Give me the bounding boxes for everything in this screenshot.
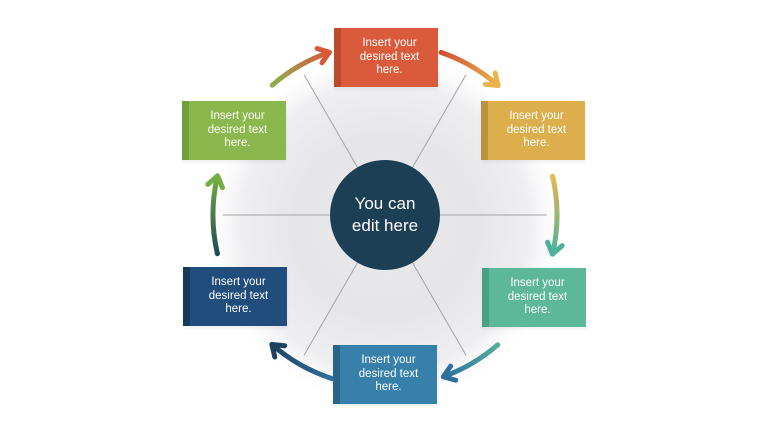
arrow-bottom-to-lower-left-icon bbox=[269, 341, 335, 382]
spoke-lower-left bbox=[303, 262, 358, 356]
node-bottom[interactable]: Insert your desired text here. bbox=[333, 345, 437, 404]
node-top-fold-edge bbox=[334, 28, 341, 87]
node-upper-left[interactable]: Insert your desired text here. bbox=[182, 101, 286, 160]
spoke-upper-right bbox=[412, 74, 467, 168]
flow-arrows bbox=[205, 46, 565, 383]
spoke-lower-right bbox=[412, 262, 467, 356]
node-lower-left[interactable]: Insert your desired text here. bbox=[183, 267, 287, 326]
node-lower-left-label: Insert your desired text here. bbox=[208, 275, 269, 316]
node-lower-right-label: Insert your desired text here. bbox=[507, 276, 568, 317]
center-label: You can edit here bbox=[351, 193, 419, 235]
node-upper-left-label: Insert your desired text here. bbox=[207, 109, 268, 150]
arrow-lower-right-to-bottom-icon bbox=[440, 342, 501, 383]
spoke-lines bbox=[223, 74, 547, 356]
node-upper-left-fold-edge bbox=[182, 101, 189, 160]
spoke-upper-left bbox=[303, 74, 358, 168]
node-bottom-label: Insert your desired text here. bbox=[358, 353, 419, 394]
arrow-upper-left-to-top-icon bbox=[269, 46, 332, 88]
node-lower-left-fold-edge bbox=[183, 267, 190, 326]
node-upper-right-label: Insert your desired text here. bbox=[506, 109, 567, 150]
node-upper-right[interactable]: Insert your desired text here. bbox=[481, 101, 585, 160]
node-bottom-fold-edge bbox=[333, 345, 340, 404]
arrow-lower-left-to-upper-left-icon bbox=[205, 173, 225, 257]
node-upper-right-fold-edge bbox=[481, 101, 488, 160]
node-top-label: Insert your desired text here. bbox=[359, 36, 420, 77]
arrow-top-to-upper-right-icon bbox=[438, 49, 501, 89]
center-circle[interactable]: You can edit here bbox=[330, 160, 440, 270]
arrow-upper-right-to-lower-right-icon bbox=[545, 173, 565, 257]
node-top[interactable]: Insert your desired text here. bbox=[334, 28, 438, 87]
node-lower-right-fold-edge bbox=[482, 268, 489, 327]
node-lower-right[interactable]: Insert your desired text here. bbox=[482, 268, 586, 327]
